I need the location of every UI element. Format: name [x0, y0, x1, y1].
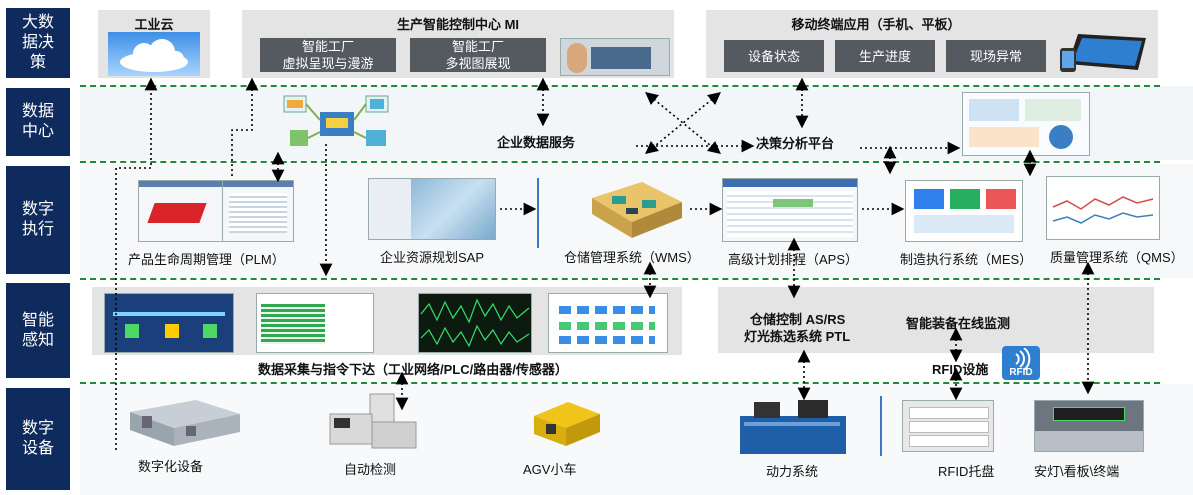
rfid-logo-icon: RFID — [1002, 346, 1040, 380]
plm-label: 产品生命周期管理（PLM） — [128, 252, 285, 267]
asrs-label: 仓储控制 AS/RS — [750, 312, 846, 327]
mobile-title: 移动终端应用（手机、平板） — [791, 17, 961, 32]
wms-warehouse-image — [592, 182, 682, 238]
mi-title: 生产智能控制中心 MI — [396, 17, 520, 32]
sap-screenshot — [368, 178, 496, 240]
data-acquisition-label: 数据采集与指令下达（工业网络/PLC/路由器/传感器） — [258, 362, 568, 377]
mi-virtual-tour-button[interactable]: 智能工厂 虚拟呈现与漫游 — [260, 38, 396, 72]
device-separator — [880, 396, 882, 456]
digital-equipment-label: 数字化设备 — [138, 459, 204, 474]
ptl-label: 灯光拣选系统 PTL — [744, 329, 851, 344]
process-flow-screenshot — [548, 293, 668, 353]
agv-label: AGV小车 — [523, 462, 577, 477]
band-devices — [80, 384, 1193, 495]
wms-label: 仓储管理系统（WMS） — [564, 250, 700, 265]
data-table-screenshot — [256, 293, 374, 353]
andon-label: 安灯\看板\终端 — [1034, 464, 1120, 479]
sap-label: 企业资源规划SAP — [380, 250, 485, 265]
qms-screenshot — [1046, 176, 1160, 240]
mes-label: 制造执行系统（MES） — [900, 252, 1033, 267]
layer-label-data-center: 数据 中心 — [6, 88, 70, 156]
waveform-screenshot — [418, 293, 532, 353]
mi-multiview-button[interactable]: 智能工厂 多视图展现 — [410, 38, 546, 72]
online-monitor-label: 智能装备在线监测 — [906, 316, 1011, 331]
enterprise-data-service-label: 企业数据服务 — [497, 135, 576, 150]
qms-label: 质量管理系统（QMS） — [1050, 250, 1184, 265]
power-system-image — [740, 400, 846, 454]
andon-image — [1034, 400, 1144, 452]
auto-inspection-image — [329, 393, 417, 449]
agv-image — [534, 402, 600, 446]
cloud-icon — [108, 32, 200, 76]
layer-label-execution: 数字 执行 — [6, 166, 70, 274]
aps-screenshot — [722, 178, 858, 242]
tablet-phone-icon — [1060, 34, 1146, 72]
rfid-tray-label: RFID托盘 — [938, 464, 995, 479]
mobile-exception-button[interactable]: 现场异常 — [946, 40, 1046, 72]
power-system-label: 动力系统 — [766, 464, 819, 479]
mobile-progress-button[interactable]: 生产进度 — [835, 40, 935, 72]
divider-3 — [80, 278, 1160, 280]
data-hub-icon — [283, 95, 389, 146]
scada-screenshot — [104, 293, 234, 353]
cloud-title: 工业云 — [134, 17, 174, 32]
divider-4 — [80, 382, 1160, 384]
plm-screenshot-1 — [138, 180, 224, 242]
decision-platform-label: 决策分析平台 — [756, 136, 835, 151]
layer-label-devices: 数字 设备 — [6, 388, 70, 490]
rfid-logo-text: RFID — [1009, 367, 1033, 378]
digital-equipment-image — [130, 400, 240, 446]
divider-2 — [80, 161, 1160, 163]
execution-separator — [537, 178, 539, 248]
dashboard-thumbnail — [962, 92, 1090, 156]
rfid-tray-image — [902, 400, 994, 452]
mi-operator-image — [560, 38, 670, 76]
auto-inspection-label: 自动检测 — [344, 462, 397, 477]
mes-screenshot — [905, 180, 1023, 242]
divider-1 — [80, 85, 1160, 87]
layer-label-decision: 大数 据决 策 — [6, 8, 70, 78]
mobile-device-status-button[interactable]: 设备状态 — [724, 40, 824, 72]
layer-label-sensing: 智能 感知 — [6, 283, 70, 378]
plm-screenshot-2 — [222, 180, 294, 242]
